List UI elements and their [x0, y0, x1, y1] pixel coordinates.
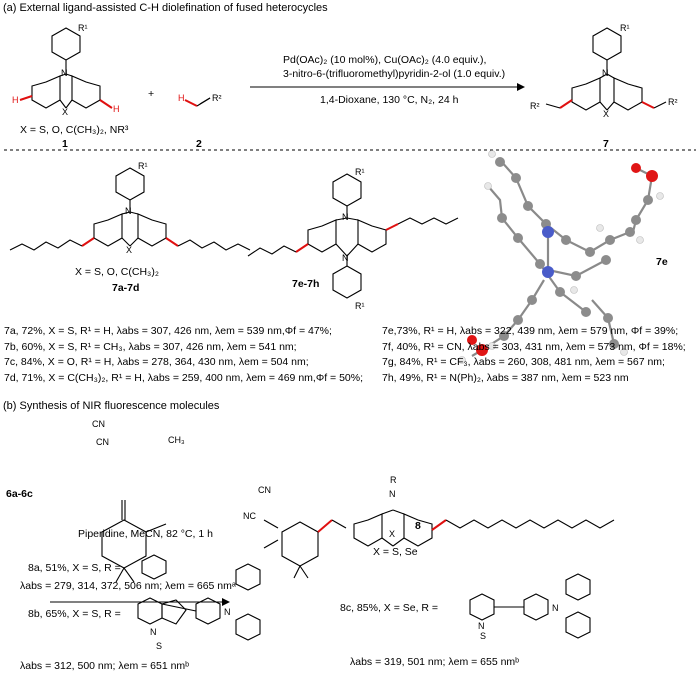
item-8c-data: λabs = 319, 501 nm; λem = 655 nmᵇ: [350, 656, 520, 668]
reagent-cn-top: CN: [92, 419, 105, 429]
amine-n-atom-8c: N: [552, 603, 559, 613]
n-atom-7e-bottom: N: [342, 253, 349, 263]
r-group-8b: [137, 563, 261, 641]
compound-label-2: 2: [196, 138, 202, 150]
item-8b-label: 8b, 65%, X = S, R =: [28, 608, 121, 620]
product-r2-right: R²: [668, 97, 678, 107]
section-b-heading: (b) Synthesis of NIR fluorescence molecu…: [3, 400, 220, 412]
result-7f: 7f, 40%, R¹ = CN, λabs = 303, 431 nm, λe…: [382, 340, 686, 353]
reagent-ch3: CH₃: [168, 435, 185, 445]
plus-sign: +: [148, 88, 155, 100]
item-8b-data: λabs = 312, 500 nm; λem = 651 nmᵇ: [20, 660, 190, 672]
product-n-atom: N: [602, 68, 609, 78]
product-7-structure: [545, 27, 667, 111]
product-x-atom: X: [603, 109, 610, 119]
btd-n-atom-8b: N: [150, 627, 157, 637]
r1-label-7a: R¹: [138, 161, 148, 171]
compound-label-8: 8: [415, 520, 421, 532]
result-7g: 7g, 84%, R¹ = CF₃, λabs = 260, 308, 481 …: [382, 356, 665, 368]
n-atom-7a: N: [125, 206, 132, 216]
phenyl-group-8a: [141, 554, 167, 580]
substrate-r1-label: R¹: [78, 23, 88, 33]
substrate-x-definition: X = S, O, C(CH₃)₂, NR³: [20, 124, 129, 136]
item-8c-label: 8c, 85%, X = Se, R =: [340, 602, 439, 614]
result-7d: 7d, 71%, X = C(CH₃)₂, R¹ = H, λabs = 259…: [4, 371, 364, 384]
result-7e: 7e,73%, R¹ = H, λabs = 322, 439 nm, λem …: [382, 325, 679, 337]
x-definition-8: X = S, Se: [373, 546, 418, 558]
btd-n-atom-8c: N: [478, 621, 485, 631]
product-r1-label: R¹: [620, 23, 630, 33]
substrate-1-structure: [19, 27, 113, 109]
r1-label-7e-bottom: R¹: [355, 301, 365, 311]
result-7c: 7c, 84%, X = O, R¹ = H, λabs = 278, 364,…: [4, 356, 309, 368]
alkene-r2-label: R²: [212, 93, 222, 103]
structure-7e-7h: [247, 173, 459, 299]
alkene-2-structure: [184, 97, 211, 107]
label-7a-7d: 7a-7d: [112, 282, 140, 294]
label-7e-crystal: 7e: [656, 256, 668, 268]
results-list-left: 7a, 72%, X = S, R¹ = H, λabs = 307, 426 …: [4, 324, 363, 386]
reagent-cn-side: CN: [96, 437, 109, 447]
btd-s-atom-8c: S: [480, 631, 487, 641]
conditions-b: Piperidine, MeCN, 82 °C, 1 h: [78, 528, 213, 540]
item-8a-label: 8a, 51%, X = S, R =: [28, 562, 121, 574]
btd-s-atom-8b: S: [156, 641, 163, 651]
alkene-h-atom: H: [178, 93, 185, 103]
amine-n-atom-8b: N: [224, 607, 231, 617]
result-7b: 7b, 60%, X = S, R¹ = CH₃, λabs = 307, 42…: [4, 340, 297, 353]
x-atom-7a: X: [126, 245, 133, 255]
product-8-n: N: [389, 489, 396, 499]
r-group-8c: [469, 573, 591, 639]
product-8-r: R: [390, 475, 397, 485]
product-8-structure: [263, 509, 615, 579]
product-8-x: X: [389, 529, 396, 539]
results-list-right: 7e,73%, R¹ = H, λabs = 322, 439 nm, λem …: [382, 324, 686, 386]
label-7e-7h: 7e-7h: [292, 278, 320, 290]
result-7a: 7a, 72%, X = S, R¹ = H, λabs = 307, 426 …: [4, 325, 332, 337]
item-8a-data: λabs = 279, 314, 372, 506 nm; λem = 665 …: [20, 580, 236, 592]
result-7h: 7h, 49%, R¹ = N(Ph)₂, λabs = 387 nm, λem…: [382, 371, 629, 384]
substrate-h-left: H: [12, 95, 19, 105]
structure-7a-7d: [9, 167, 251, 251]
substrate-x-atom: X: [62, 107, 69, 117]
reagent-isophorone: [101, 500, 167, 583]
n-atom-7e-top: N: [342, 212, 349, 222]
compound-label-1: 1: [62, 138, 68, 150]
product-r2-left: R²: [530, 101, 540, 111]
product-8-cn: CN: [258, 485, 271, 495]
conditions-a-line1: Pd(OAc)₂ (10 mol%), Cu(OAc)₂ (4.0 equiv.…: [283, 54, 487, 66]
crystal-structure-7e: [458, 150, 664, 364]
x-definition-7a: X = S, O, C(CH₃)₂: [75, 266, 159, 278]
r1-label-7e-top: R¹: [355, 167, 365, 177]
substrate-n-atom: N: [61, 68, 68, 78]
conditions-a-line2: 3-nitro-6-(trifluoromethyl)pyridin-2-ol …: [283, 68, 506, 80]
starting-material-6a-6c: 6a-6c: [6, 488, 33, 500]
substrate-h-right: H: [113, 104, 120, 114]
product-8-nc: NC: [243, 511, 256, 521]
section-a-heading: (a) External ligand-assisted C-H diolefi…: [3, 2, 328, 14]
compound-label-7: 7: [603, 138, 609, 150]
conditions-a-line3: 1,4-Dioxane, 130 °C, N₂, 24 h: [320, 94, 459, 106]
